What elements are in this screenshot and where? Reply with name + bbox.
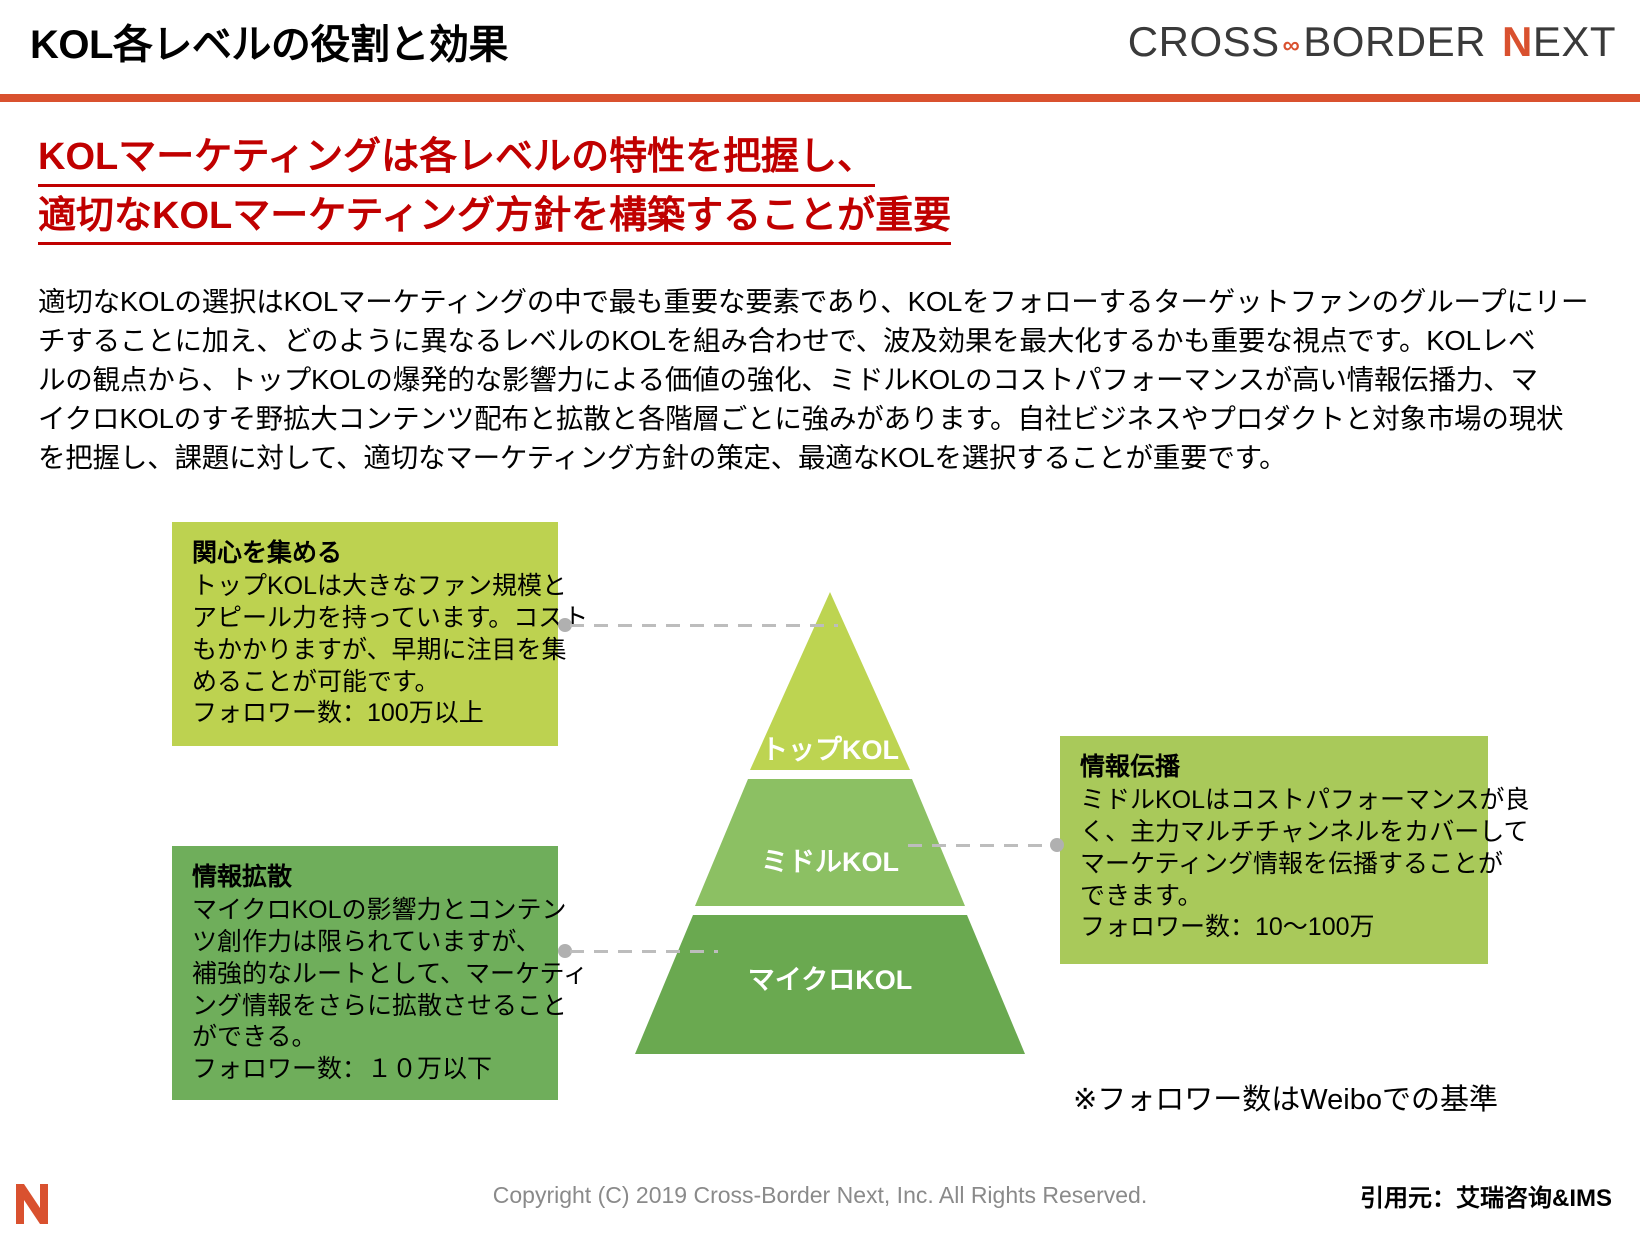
logo-word-cross: CROSS	[1127, 18, 1280, 65]
logo-word-border: BORDER	[1303, 18, 1486, 65]
pyramid-tier-top	[750, 592, 910, 770]
connector-dashed-line	[908, 844, 1054, 847]
connector-dot	[558, 944, 572, 958]
connector-dashed-line	[570, 624, 838, 627]
footer-copyright: Copyright (C) 2019 Cross-Border Next, In…	[492, 1182, 1148, 1208]
callout-line: く、主力マルチチャンネルをカバーして	[1080, 818, 1529, 846]
callout-line: めることが可能です。	[192, 667, 440, 696]
headline-line-1: KOLマーケティングは各レベルの特性を把握し、	[38, 132, 876, 187]
logo-ext-glyph: EXT	[1532, 18, 1616, 65]
footer-source-citation: 引用元：艾瑞咨询&IMS	[1360, 1185, 1612, 1212]
header-divider	[0, 94, 1640, 102]
callout-micro-kol: 情報拡散 マイクロKOLの影響力とコンテン ツ創作力は限られていますが、 補強的…	[172, 846, 589, 1100]
body-paragraph: 適切なKOLの選択はKOLマーケティングの中で最も重要な要素であり、KOLをフォ…	[38, 282, 1618, 477]
callout-line: できます。	[1080, 881, 1203, 910]
callout-line: ミドルKOLはコストパフォーマンスが良	[1080, 786, 1530, 815]
logo-word-next: NEXT	[1502, 18, 1616, 66]
connector-dashed-line	[570, 950, 718, 953]
callout-line: トップKOLは大きなファン規模と	[192, 572, 568, 601]
slide-header: KOL各レベルの役割と効果 CROSS ∞ BORDER NEXT	[0, 0, 1640, 104]
brand-logo: CROSS ∞ BORDER NEXT	[1128, 18, 1616, 66]
pyramid-label-micro: マイクロKOL	[747, 965, 913, 995]
connector-dot	[1050, 838, 1064, 852]
connector-middle-kol	[908, 838, 1064, 852]
pyramid-label-top: トップKOL	[761, 735, 899, 765]
callout-title: 情報伝播	[1080, 753, 1181, 781]
callout-line: 補強的なルートとして、マーケティ	[192, 959, 589, 988]
footnote-weibo-basis: ※フォロワー数はWeiboでの基準	[1073, 1084, 1498, 1116]
connector-dot	[558, 618, 572, 632]
body-line: ルの観点から、トップKOLの爆発的な影響力による価値の強化、ミドルKOLのコスト…	[38, 364, 1538, 396]
connector-micro-kol	[558, 944, 718, 958]
body-line: 適切なKOLの選択はKOLマーケティングの中で最も重要な要素であり、KOLをフォ…	[38, 286, 1589, 317]
footer-n-mark-icon	[12, 1180, 52, 1228]
callout-line: マーケティング情報を伝播することが	[1080, 849, 1504, 878]
callout-follower-count: フォロワー数：10〜100万	[1080, 913, 1375, 942]
callout-title: 関心を集める	[192, 539, 343, 567]
body-line: イクロKOLのすそ野拡大コンテンツ配布と拡散と各階層ごとに強みがあります。自社ビ…	[38, 403, 1564, 435]
callout-line: ツ創作力は限られていますが、	[192, 928, 541, 956]
callout-line: アピール力を持っています。コスト	[192, 604, 589, 632]
callout-line: マイクロKOLの影響力とコンテン	[192, 896, 567, 925]
body-line: を把握し、課題に対して、適切なマーケティング方針の策定、最適なKOLを選択するこ…	[38, 442, 1287, 474]
callout-line: ができる。	[192, 1023, 317, 1052]
pyramid-svg	[635, 592, 1025, 1054]
callout-top-kol: 関心を集める トップKOLは大きなファン規模と アピール力を持っています。コスト…	[172, 522, 589, 746]
callout-follower-count: フォロワー数：100万以上	[192, 699, 484, 728]
connector-top-kol	[558, 618, 838, 632]
pyramid-label-middle: ミドルKOL	[761, 847, 899, 877]
headline-line-2: 適切なKOLマーケティング方針を構築することが重要	[38, 191, 952, 246]
logo-n-glyph: N	[1501, 18, 1533, 65]
pyramid-tier-micro	[635, 915, 1025, 1054]
pyramid-tier-middle	[695, 779, 965, 906]
page-title: KOL各レベルの役割と効果	[30, 23, 508, 67]
body-line: チすることに加え、どのように異なるレベルのKOLを組み合わせで、波及効果を最大化…	[38, 325, 1536, 357]
callout-middle-kol: 情報伝播 ミドルKOLはコストパフォーマンスが良 く、主力マルチチャンネルをカバ…	[1060, 736, 1530, 964]
infinity-icon: ∞	[1282, 32, 1301, 59]
callout-line: もかかりますが、早期に注目を集	[192, 635, 567, 664]
callout-line: ング情報をさらに拡散させること	[192, 991, 568, 1020]
callout-follower-count: フォロワー数：１０万以下	[192, 1055, 493, 1083]
headline: KOLマーケティングは各レベルの特性を把握し、 適切なKOLマーケティング方針を…	[38, 132, 1138, 249]
kol-pyramid-diagram: トップKOL ミドルKOL マイクロKOL	[615, 588, 1045, 1058]
callout-title: 情報拡散	[192, 863, 293, 891]
